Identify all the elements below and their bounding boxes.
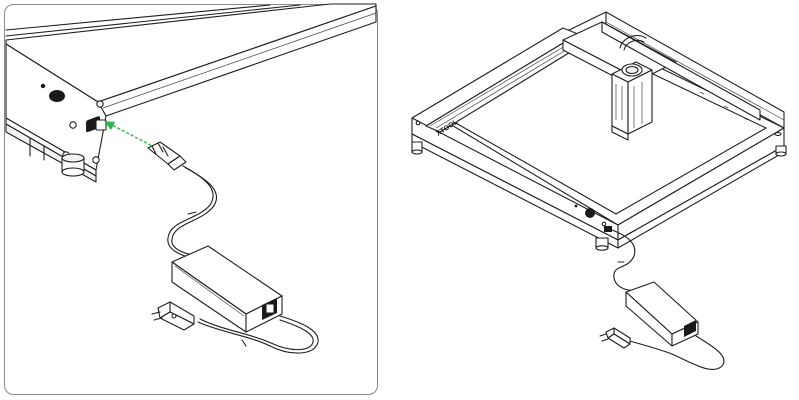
- power-adapter-icon: [171, 245, 283, 333]
- dc-cable: [167, 165, 214, 259]
- overview-ac-cable: [625, 335, 725, 371]
- wall-plug-icon: [151, 301, 195, 331]
- closeup-panel: [4, 3, 378, 395]
- ac-cable: [197, 315, 319, 354]
- power-button-icon: [49, 90, 65, 102]
- overview-dc-cable: [611, 229, 641, 292]
- overview-adapter-icon: [625, 281, 699, 347]
- insert-arrow-icon: [104, 121, 161, 151]
- overview-wall-plug-icon: [599, 327, 631, 349]
- dc-plug-icon: [147, 141, 187, 171]
- front-button-icon: [585, 208, 595, 218]
- overview-panel: XTOOL: [411, 11, 787, 371]
- machine-feet-icon: [411, 141, 787, 251]
- laser-engraver-frame: XTOOL: [411, 11, 787, 251]
- machine-corner-closeup: [5, 3, 377, 183]
- rubber-foot-icon: [61, 153, 85, 177]
- laser-module-icon: [611, 61, 653, 141]
